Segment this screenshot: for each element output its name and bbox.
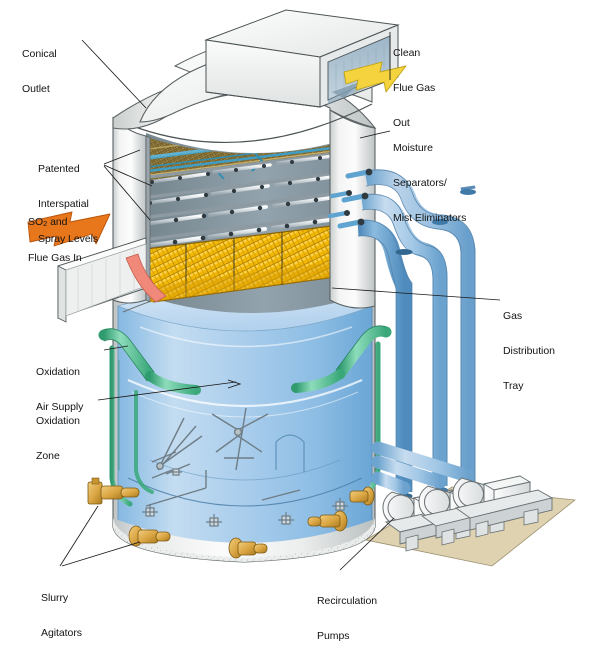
callout-conical-outlet-line1: Conical [22,48,57,61]
callout-gas-distribution-tray: Gas Distribution Tray [503,288,555,416]
callout-patented-spray-levels: Patented Interspatial Spray Levels [38,141,98,269]
callout-mist-line2: Separators/ [393,176,447,189]
callout-ox-air-line2: Air Supply [36,400,84,413]
callout-pumps-line2: Pumps [317,629,350,642]
callout-slurry-agitators: Slurry Agitators [41,570,82,663]
callout-leader-lines [59,32,501,571]
so2-inlet-arrow [27,211,111,247]
callout-agitators-line2: Agitators [41,626,82,639]
callout-tray-line1: Gas [503,310,523,323]
so2-and-text: and [47,216,68,229]
recirculation-pumps [371,441,554,552]
recirculation-riser-pipes [357,169,476,499]
callout-clean-gas-line3: Out [393,116,410,129]
callout-clean-gas-line1: Clean [393,47,421,60]
callout-so2-line1: SO2 and [28,216,82,230]
inlet-gas-deflector [125,253,167,303]
pump-unit-3 [452,475,554,538]
callout-ox-zone-line1: Oxidation [36,415,80,428]
callout-ox-zone-line2: Zone [36,449,60,462]
shell-nozzles [327,168,373,229]
pool-internals [142,407,348,527]
flue-gas-inlet-duct [57,237,147,323]
callout-patented-spray-line1: Patented [38,163,80,176]
callout-conical-outlet: Conical Outlet [22,26,57,119]
callout-so2-line2: Flue Gas In [28,251,82,264]
callout-clean-flue-gas-out: Clean Flue Gas Out [393,25,435,153]
callout-agitators-line1: Slurry [41,592,69,605]
callout-tray-line3: Tray [503,379,524,392]
clean-gas-outlet-arrow [343,61,407,93]
fgd-absorber-diagram: Conical Outlet Patented Interspatial Spr… [22,9,577,642]
callout-conical-outlet-line2: Outlet [22,82,50,95]
callout-ox-air-line1: Oxidation [36,366,80,379]
illustration-canvas [27,9,577,571]
callout-clean-gas-line2: Flue Gas [393,81,436,94]
callout-patented-spray-line2: Interspatial [38,197,89,210]
callout-so2-flue-gas-in: SO2 and Flue Gas In [28,194,82,288]
callout-recirculation-pumps: Recirculation Pumps [317,573,377,666]
callout-mist-line1: Moisture [393,142,433,155]
callout-oxidation-air-supply: Oxidation Air Supply [36,344,83,437]
slurry-agitator-units [87,477,375,559]
callout-mist-eliminators: Moisture Separators/ Mist Eliminators [393,120,466,248]
callout-mist-line3: Mist Eliminators [393,211,467,224]
callout-oxidation-zone: Oxidation Zone [36,393,80,486]
so2-text: SO [28,216,44,229]
so2-subscript: 2 [43,219,48,229]
callout-pumps-line1: Recirculation [317,595,378,608]
callout-tray-line2: Distribution [503,344,555,357]
callout-patented-spray-line3: Spray Levels [38,232,99,245]
